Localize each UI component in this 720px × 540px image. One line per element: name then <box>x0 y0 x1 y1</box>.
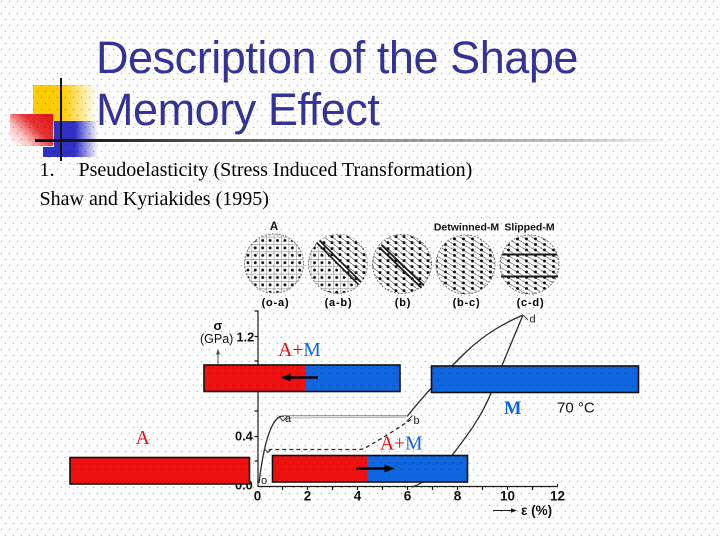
svg-text:o: o <box>261 475 267 487</box>
svg-text:2: 2 <box>304 489 312 504</box>
svg-text:(b-c): (b-c) <box>453 297 481 309</box>
svg-text:ε (%): ε (%) <box>521 503 552 518</box>
svg-text:(a-b): (a-b) <box>325 297 353 309</box>
svg-text:a: a <box>285 413 292 425</box>
svg-text:A+M: A+M <box>278 340 320 361</box>
svg-text:(c-d): (c-d) <box>517 297 545 309</box>
svg-text:12: 12 <box>550 489 565 504</box>
svg-text:(GPa): (GPa) <box>200 332 233 346</box>
svg-text:σ: σ <box>214 318 223 333</box>
svg-text:A+M: A+M <box>380 434 422 455</box>
svg-text:70 °C: 70 °C <box>557 400 595 417</box>
svg-text:1.2: 1.2 <box>237 330 255 345</box>
svg-text:(o-a): (o-a) <box>262 297 290 309</box>
svg-text:Detwinned-M: Detwinned-M <box>434 222 500 234</box>
svg-text:10: 10 <box>500 489 515 504</box>
svg-text:(b): (b) <box>395 297 411 309</box>
svg-text:0.4: 0.4 <box>235 429 254 444</box>
svg-text:0: 0 <box>254 489 262 504</box>
svg-text:Slipped-M: Slipped-M <box>504 222 554 234</box>
svg-text:8: 8 <box>454 489 462 504</box>
svg-text:4: 4 <box>354 489 362 504</box>
svg-text:6: 6 <box>404 489 412 504</box>
svg-text:b: b <box>414 415 420 427</box>
svg-text:A: A <box>270 221 278 233</box>
svg-text:M: M <box>504 399 521 419</box>
svg-text:A: A <box>136 428 150 449</box>
svg-text:d: d <box>530 314 536 326</box>
